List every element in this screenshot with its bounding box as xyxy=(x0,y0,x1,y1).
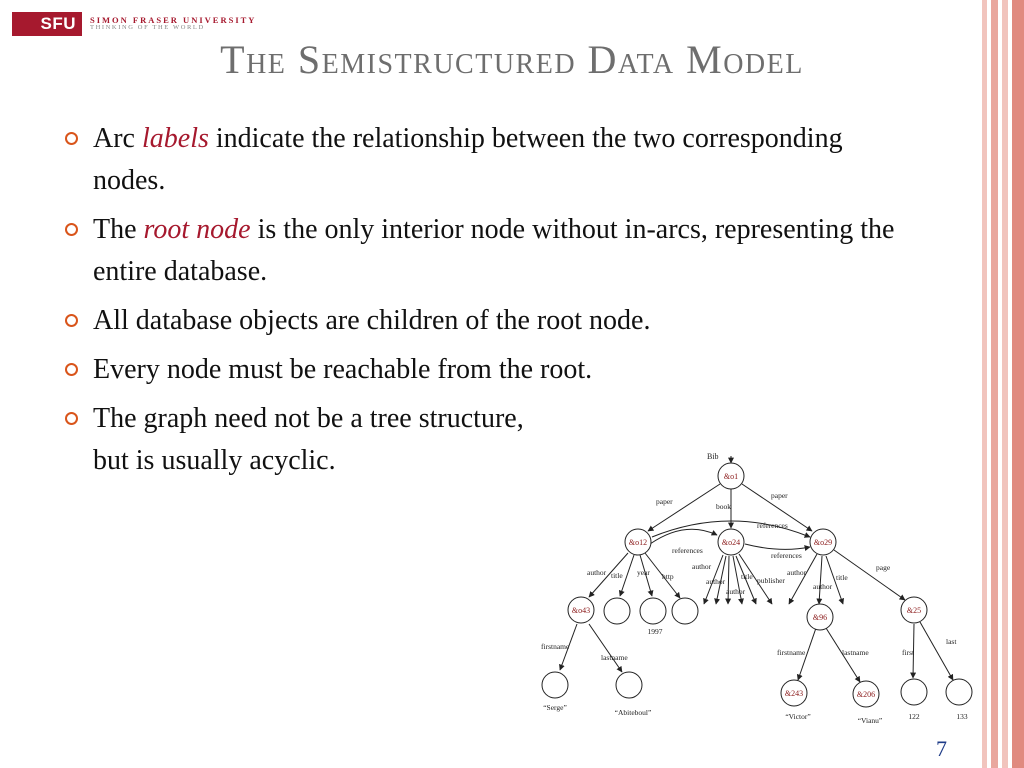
bullet-item: The graph need not be a tree structure, b… xyxy=(62,398,912,482)
leaf-value: “Serge” xyxy=(543,703,567,712)
bullet-icon xyxy=(65,314,78,327)
node-http xyxy=(671,597,699,625)
node-206 xyxy=(852,680,880,708)
edge-label: author xyxy=(787,568,807,577)
university-tagline: THINKING OF THE WORLD xyxy=(90,24,205,32)
bullet-list: Arc labels indicate the relationship bet… xyxy=(62,118,912,489)
leaf-value: 1997 xyxy=(648,627,663,636)
leaf-values: 1997 “Serge” “Abiteboul” “Victor” “Vianu… xyxy=(543,627,968,725)
slide-title: The Semistructured Data Model xyxy=(220,37,804,82)
node-o43 xyxy=(567,596,595,624)
bullet-item: Arc labels indicate the relationship bet… xyxy=(62,118,912,202)
node-label: &o43 xyxy=(572,606,590,615)
node-labels: &o1 &o12 &o24 &o29 &o43 &96 &25 &243 &20… xyxy=(572,472,921,699)
node-o24 xyxy=(717,528,745,556)
decorative-stripes xyxy=(982,0,1024,768)
bullet-text: The xyxy=(93,214,144,245)
node-label: &206 xyxy=(857,690,875,699)
edge-label: references xyxy=(672,546,703,555)
bullet-icon xyxy=(65,223,78,236)
edge-label: paper xyxy=(656,497,673,506)
node-o29 xyxy=(809,528,837,556)
bullet-icon xyxy=(65,363,78,376)
edge-label: publisher xyxy=(757,576,785,585)
leaf-value: 122 xyxy=(908,712,920,721)
bullet-text: All database objects are children of the… xyxy=(93,305,651,336)
node-label: &o12 xyxy=(629,538,647,547)
leaf-value: “Vianu” xyxy=(858,716,883,725)
node-o12 xyxy=(624,528,652,556)
node-year xyxy=(639,597,667,625)
node-label: &o1 xyxy=(724,472,738,481)
bullet-emphasis: root node xyxy=(143,214,251,245)
node-133 xyxy=(945,678,973,706)
edge-label: firstname xyxy=(541,642,570,651)
edge-label: first xyxy=(902,648,915,657)
university-name: SIMON FRASER UNIVERSITY xyxy=(90,15,257,26)
edge-label: author xyxy=(726,587,746,596)
node-label: &243 xyxy=(785,689,803,698)
bullet-item: Every node must be reachable from the ro… xyxy=(62,349,912,391)
edge-label: references xyxy=(771,551,802,560)
edge-label: title xyxy=(611,571,623,580)
oem-graph-diagram: Bib &o1 &o12 &o24 &o29 &o43 &96 &25 &243… xyxy=(541,452,973,725)
edge-labels: paper book paper references references r… xyxy=(541,491,957,662)
node-o1 xyxy=(717,462,745,490)
edge-label: paper xyxy=(771,491,788,500)
edge-label: firstname xyxy=(777,648,806,657)
graph-edges xyxy=(559,457,954,683)
node-title xyxy=(603,597,631,625)
node-243 xyxy=(780,679,808,707)
edge-label: title xyxy=(836,573,848,582)
edge-label: title xyxy=(741,572,753,581)
edge-label: last xyxy=(946,637,957,646)
node-serge xyxy=(541,671,569,699)
edge-label: author xyxy=(587,568,607,577)
node-abiteboul xyxy=(615,671,643,699)
edge-label: author xyxy=(706,577,726,586)
graph-nodes xyxy=(541,462,973,708)
bullet-emphasis: labels xyxy=(141,123,209,154)
bullet-text: The graph need not be a tree structure, xyxy=(93,403,524,434)
bullet-text: Arc xyxy=(93,123,142,154)
edge-label: year xyxy=(637,568,650,577)
bullet-text: indicate the relationship between the tw… xyxy=(93,123,843,196)
node-label: &o24 xyxy=(722,538,740,547)
bullet-text: but is usually acyclic. xyxy=(93,445,336,476)
bullet-icon xyxy=(65,412,78,425)
sfu-logo: SFU SIMON FRASER UNIVERSITY THINKING OF … xyxy=(12,12,256,36)
bullet-text: is the only interior node without in-arc… xyxy=(93,214,895,287)
edge-label: book xyxy=(716,502,731,511)
leaf-value: “Abiteboul” xyxy=(615,708,652,717)
node-label: &25 xyxy=(907,606,921,615)
sfu-logo-text: SIMON FRASER UNIVERSITY THINKING OF THE … xyxy=(90,16,256,32)
bullet-item: All database objects are children of the… xyxy=(62,300,912,342)
edge-label: references xyxy=(757,521,788,530)
node-122 xyxy=(900,678,928,706)
bullet-icon xyxy=(65,132,78,145)
sfu-logo-mark: SFU xyxy=(12,12,82,36)
leaf-value: “Victor” xyxy=(785,712,810,721)
page-number: 7 xyxy=(936,736,947,761)
node-label: &96 xyxy=(813,613,827,622)
leaf-value: 133 xyxy=(956,712,968,721)
bullet-item: The root node is the only interior node … xyxy=(62,209,912,293)
node-25 xyxy=(900,596,928,624)
edge-label: page xyxy=(876,563,891,572)
node-96 xyxy=(806,603,834,631)
edge-label: author xyxy=(813,582,833,591)
bullet-text: Every node must be reachable from the ro… xyxy=(93,354,593,385)
node-label: &o29 xyxy=(814,538,832,547)
edge-label: lastname xyxy=(601,653,628,662)
root-label: Bib xyxy=(707,452,719,461)
edge-label: lastname xyxy=(842,648,869,657)
edge-label: author xyxy=(692,562,712,571)
edge-label: http xyxy=(662,572,674,581)
